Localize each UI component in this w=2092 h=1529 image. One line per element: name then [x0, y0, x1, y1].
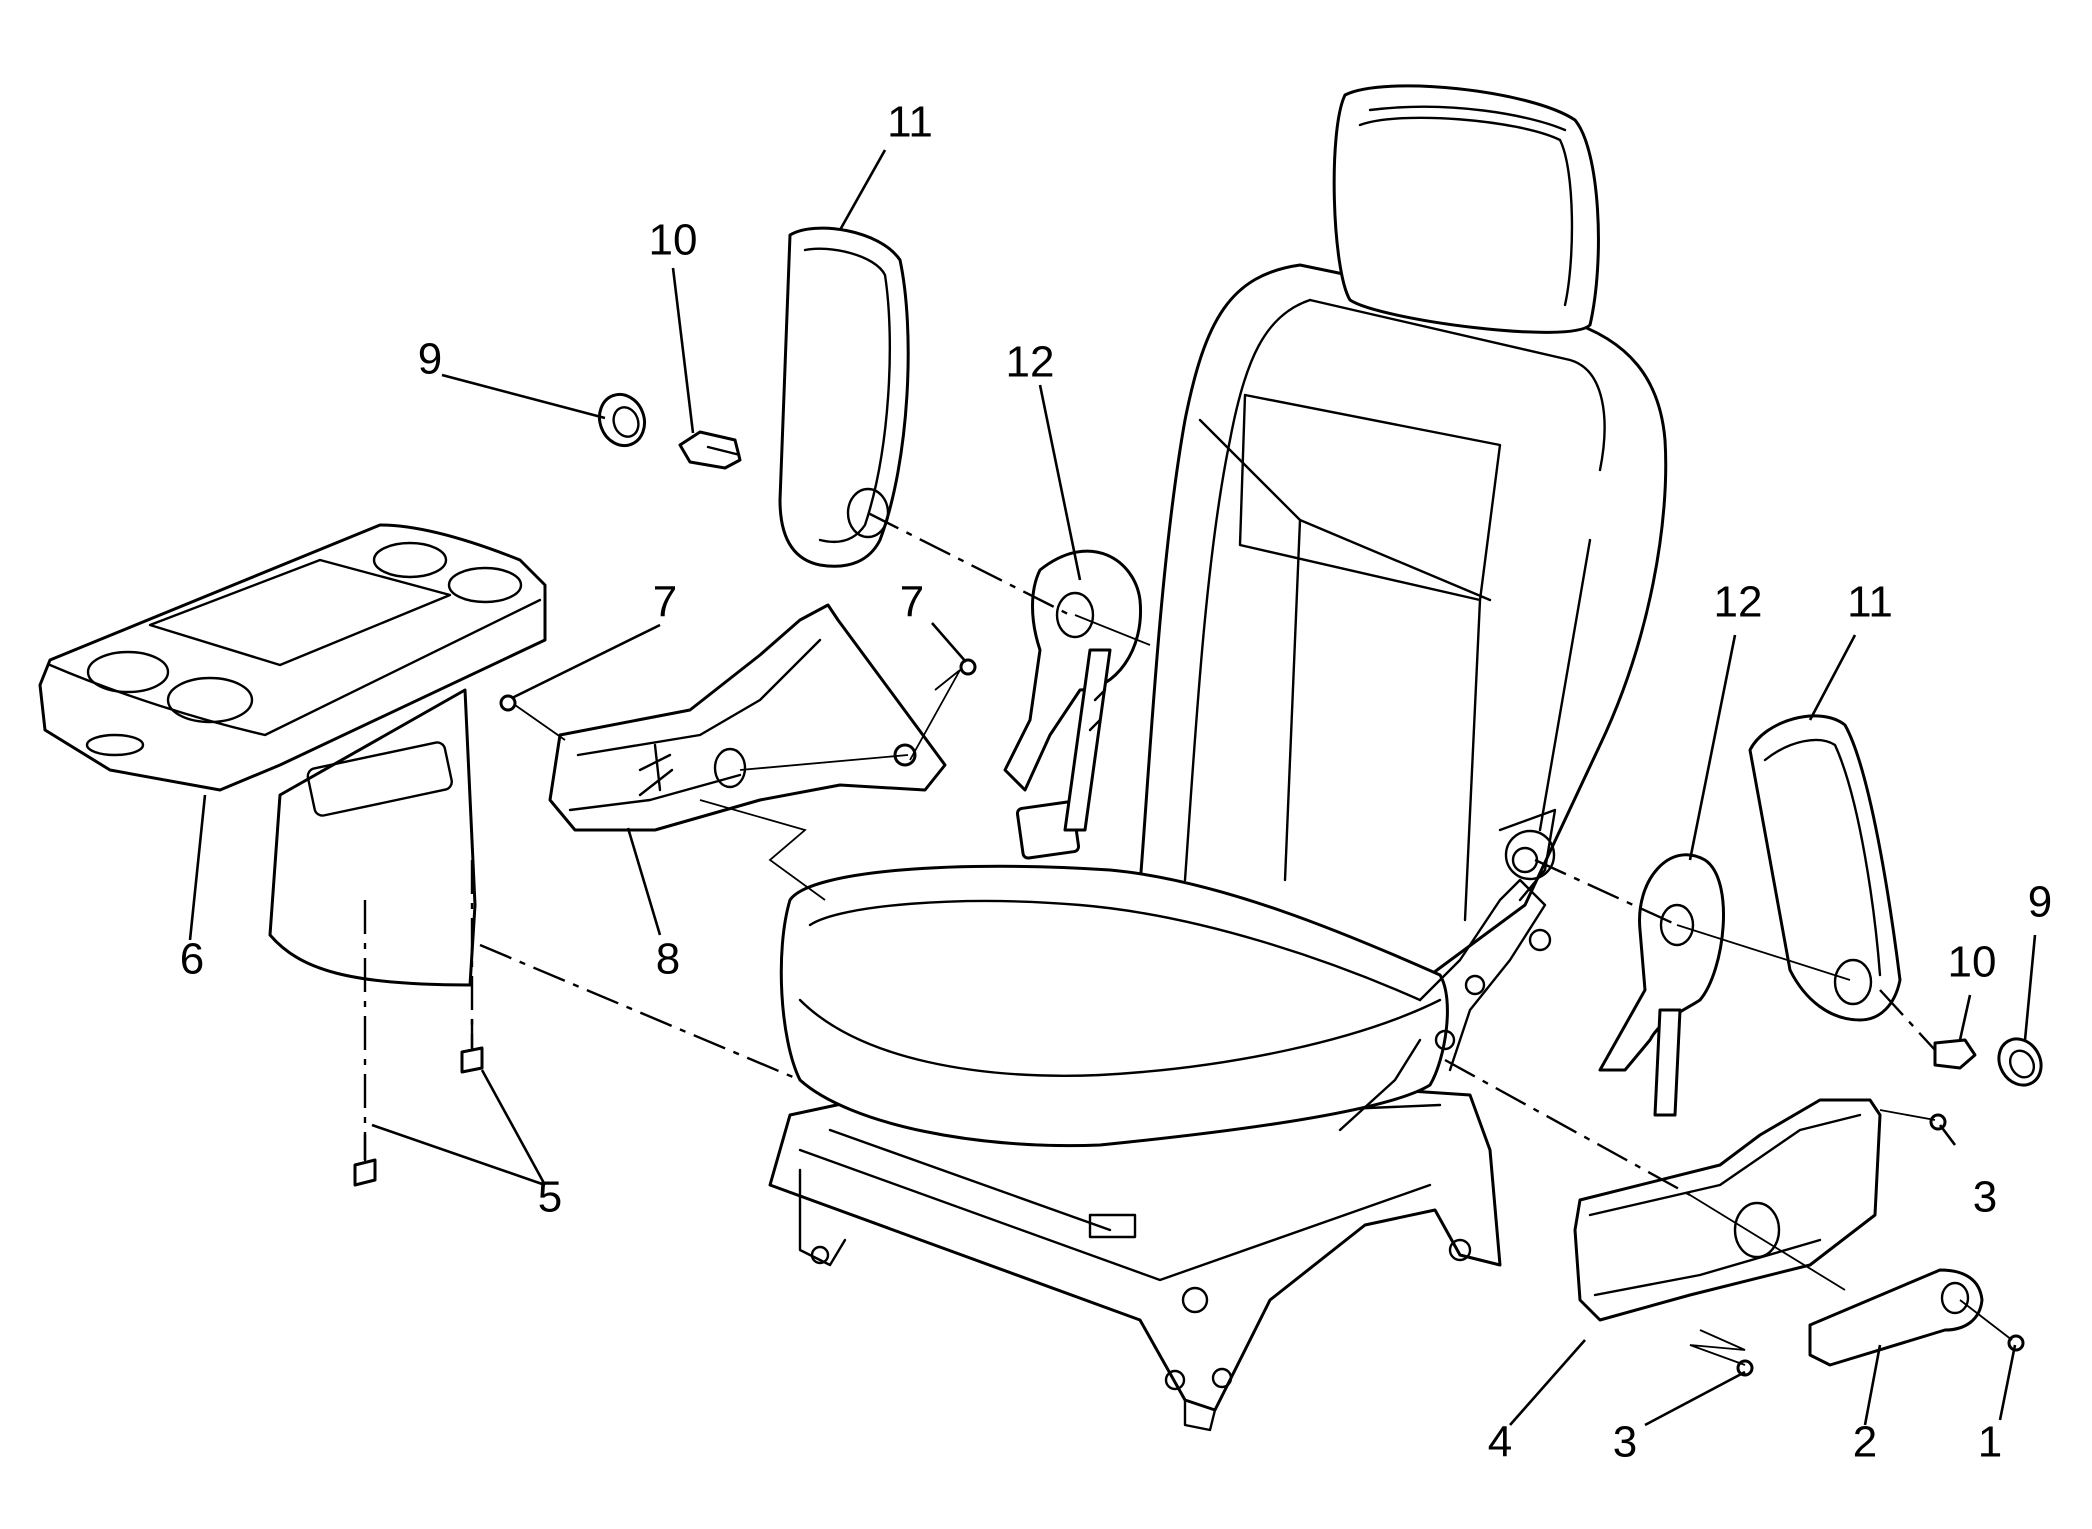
callout-5: 5 — [538, 1173, 562, 1222]
callout-4: 4 — [1488, 1418, 1512, 1467]
leader-lines — [188, 149, 2037, 1427]
headrest — [1332, 84, 1600, 334]
console-part-6 — [38, 523, 547, 987]
screw-part-7a — [499, 694, 517, 712]
armrest-part-11-right — [1748, 714, 1902, 1022]
callout-10-right: 10 — [1948, 938, 1997, 987]
callout-12-left: 12 — [1006, 338, 1055, 387]
recliner-handle-part-2 — [1808, 1268, 1984, 1367]
callout-labels: 1 2 3 3 4 5 6 7 7 8 9 9 10 10 11 11 12 1… — [180, 98, 2052, 1467]
cap-part-9-right — [1997, 1037, 2043, 1087]
recliner-mechanism — [1338, 808, 1557, 1132]
seat-cushion — [779, 864, 1449, 1148]
callout-3-lower: 3 — [1613, 1418, 1637, 1467]
callout-9-right: 9 — [2028, 878, 2052, 927]
seat-frame — [768, 1083, 1502, 1432]
stud-part-10-left — [678, 430, 742, 470]
seat-assembly — [768, 84, 1668, 1432]
hinge-cover-part-12-left — [1003, 549, 1143, 832]
callout-9-left: 9 — [418, 335, 442, 384]
callout-2: 2 — [1853, 1418, 1877, 1467]
side-shield-part-8 — [548, 603, 947, 832]
screw-part-7b — [959, 658, 977, 676]
callout-1: 1 — [1978, 1418, 2002, 1467]
cap-part-9-left — [597, 392, 647, 448]
callout-12-right: 12 — [1714, 578, 1763, 627]
callout-10-left: 10 — [649, 216, 698, 265]
callout-11-right: 11 — [1847, 578, 1893, 627]
callout-8: 8 — [656, 935, 680, 984]
screw-part-1 — [2007, 1334, 2025, 1352]
callout-7-left: 7 — [653, 578, 677, 627]
armrest-part-11-left — [778, 226, 910, 568]
callout-6: 6 — [180, 935, 204, 984]
seat-back — [1015, 263, 1668, 992]
stud-part-10-right — [1933, 1038, 1977, 1070]
alignment-lines — [363, 443, 2013, 1366]
callout-7-right: 7 — [900, 578, 924, 627]
hinge-cover-part-12-right — [1598, 853, 1725, 1117]
side-shield-part-4 — [1573, 1098, 1882, 1322]
callout-3-upper: 3 — [1973, 1173, 1997, 1222]
callout-11-left: 11 — [887, 98, 933, 147]
bolt-part-5 — [353, 1018, 484, 1187]
